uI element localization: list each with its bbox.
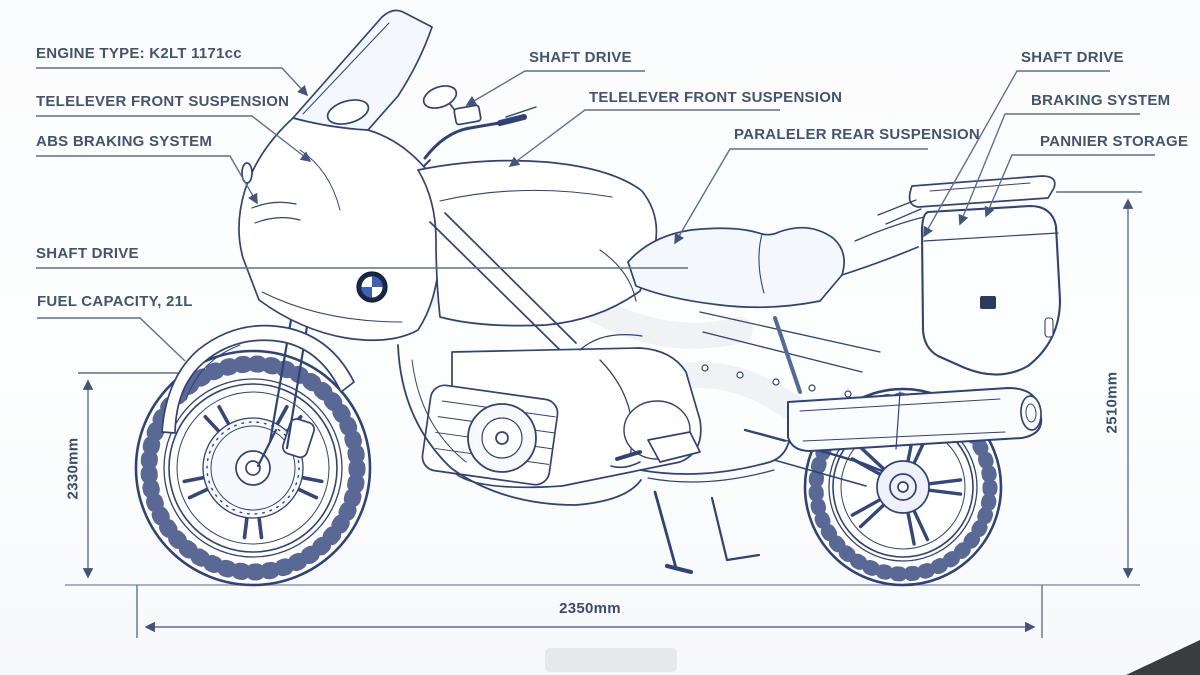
leader-abs (36, 155, 258, 205)
leader-rear-suspension (674, 148, 928, 245)
label-pannier-storage: PANNIER STORAGE (1040, 133, 1189, 150)
leader-shaft-right (923, 70, 1110, 238)
label-telelever-left: TELELEVER FRONT SUSPENSION (36, 93, 290, 110)
pannier (920, 204, 1062, 376)
front-wheel (134, 349, 372, 587)
bmw-roundel-icon (356, 271, 388, 303)
label-fuel-capacity: FUEL CAPACITY, 21L (37, 293, 193, 310)
label-abs-braking: ABS BRAKING SYSTEM (36, 133, 213, 150)
bmw-badge-icon (980, 296, 996, 309)
belly-pan (397, 344, 642, 506)
mirrors (326, 85, 463, 125)
leader-braking (958, 113, 1140, 226)
callout-leaders (36, 67, 1155, 362)
leader-telelever-left (36, 115, 312, 162)
engine (421, 333, 702, 489)
label-shaft-drive-left: SHAFT DRIVE (36, 245, 139, 262)
footrest-and-stands (610, 431, 761, 574)
handlebar (411, 104, 537, 179)
front-fender (161, 324, 355, 434)
leader-telelever-mid (508, 109, 780, 167)
seat (627, 226, 845, 309)
dimension-overall-length: 2350mm (559, 600, 621, 617)
fuel-tank (417, 159, 658, 327)
dimension-rear-height: 2510mm (1103, 371, 1121, 434)
corner-watermark (1126, 640, 1200, 675)
leader-engine-type (36, 67, 309, 97)
bottom-watermark (545, 648, 677, 672)
dimension-front-height: 2330mm (64, 437, 82, 500)
leader-pannier (984, 154, 1155, 218)
turn-signal (241, 162, 253, 184)
front-fairing (238, 117, 442, 342)
exhaust-muffler (639, 387, 1043, 483)
label-shaft-drive-right: SHAFT DRIVE (1021, 49, 1124, 66)
label-engine-type: ENGINE TYPE: K2LT 1171cc (36, 45, 242, 62)
leader-shaft-mid (465, 70, 645, 106)
label-shaft-drive-mid: SHAFT DRIVE (529, 49, 632, 66)
label-braking-system: BRAKING SYSTEM (1031, 92, 1171, 109)
leader-fuel (37, 317, 186, 362)
motorcycle (134, 9, 1062, 587)
frame (429, 212, 881, 398)
label-rear-suspension: PARALELER REAR SUSPENSION (734, 126, 981, 143)
label-telelever-mid: TELELEVER FRONT SUSPENSION (589, 89, 843, 106)
kickstand (653, 490, 678, 570)
